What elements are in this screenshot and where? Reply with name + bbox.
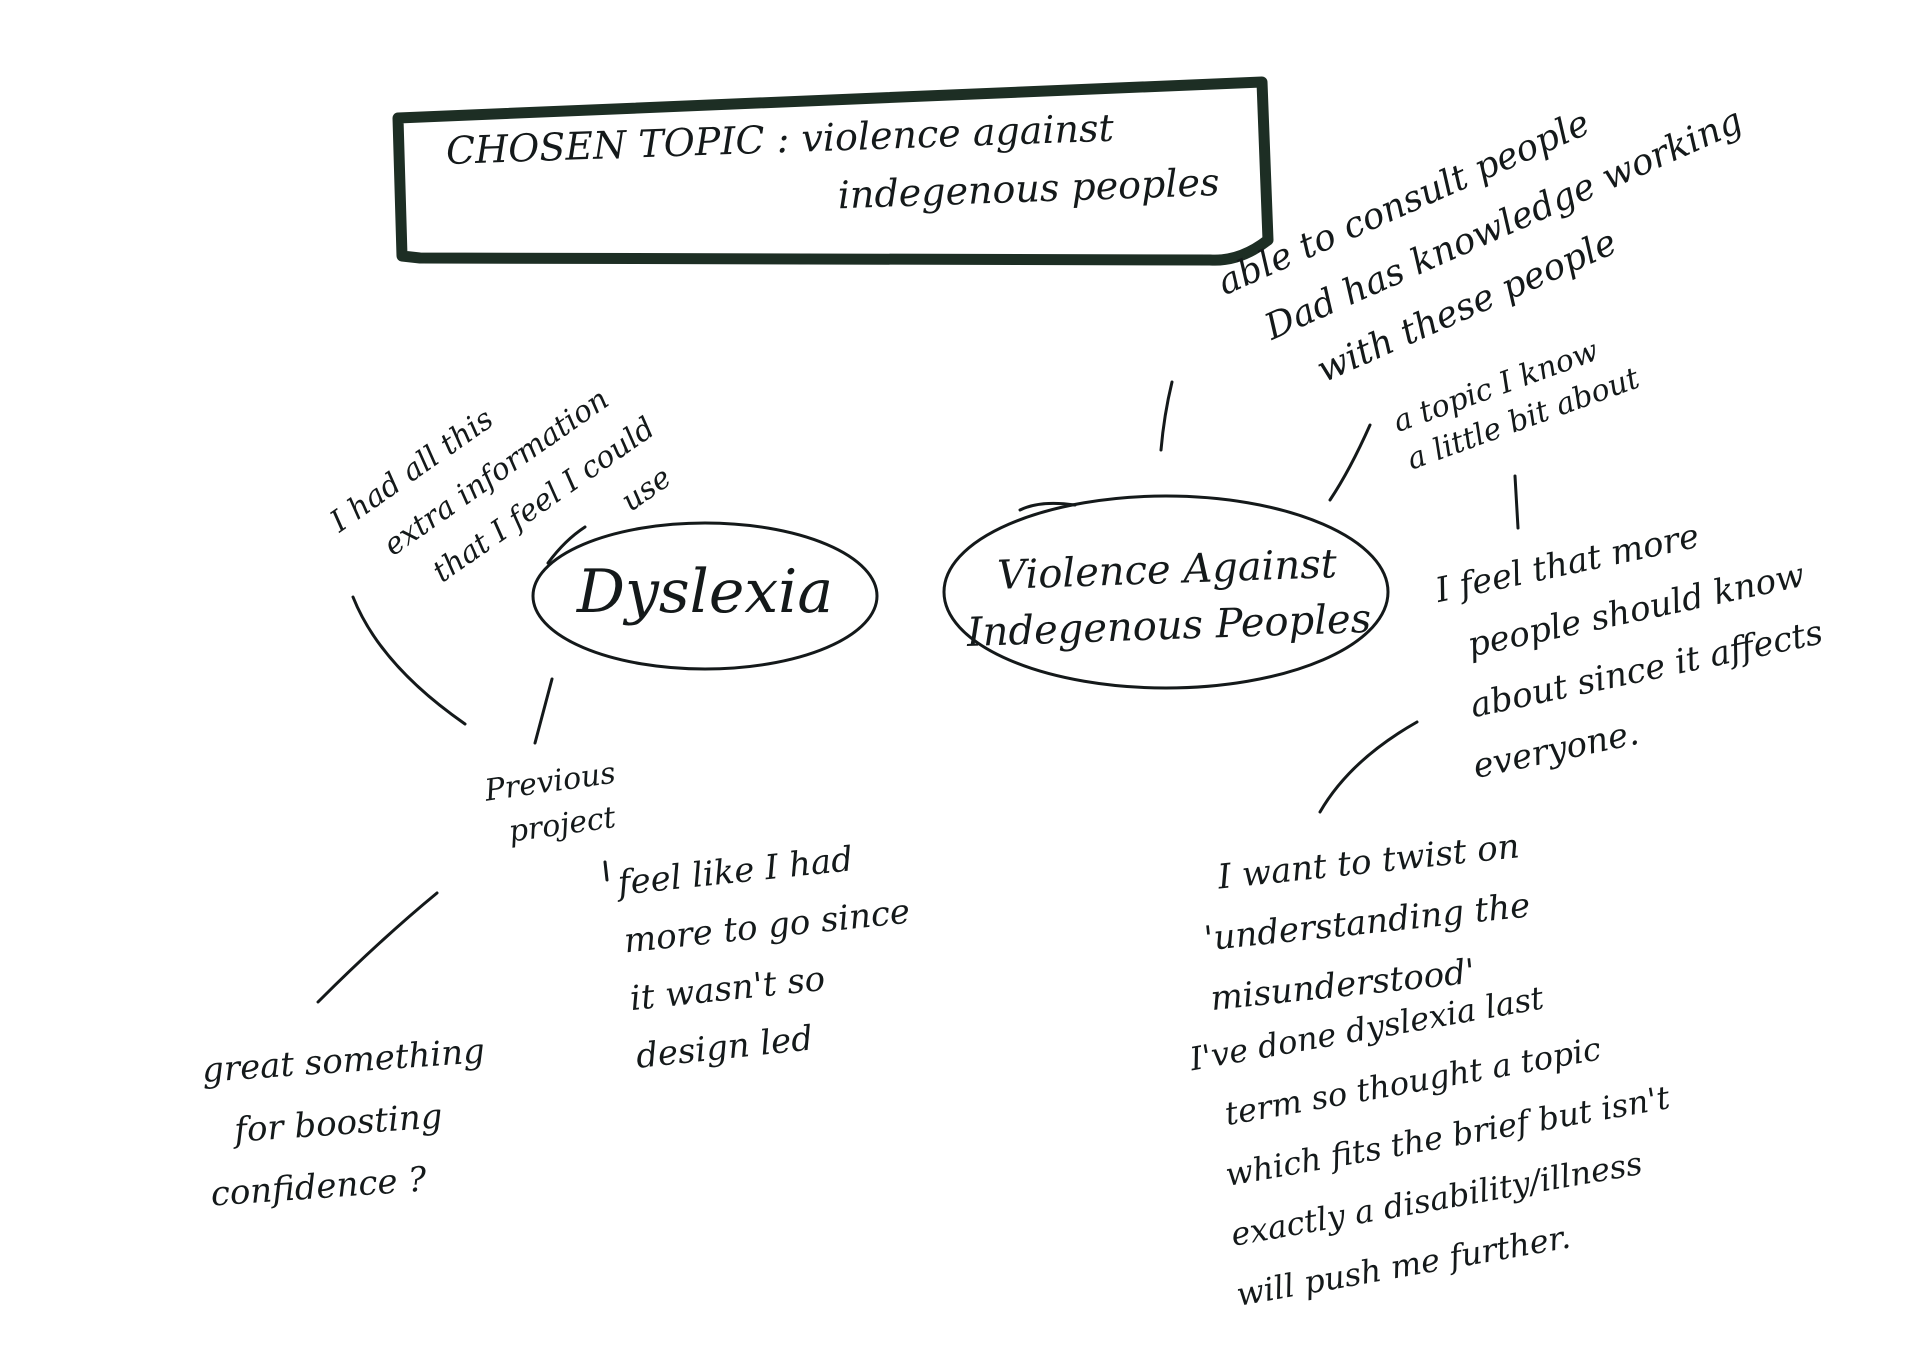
connector-more-to-go [603, 860, 609, 882]
violence-node-outline [942, 494, 1390, 690]
connector-previous-project [533, 677, 554, 745]
violence-node-label: Violence Against Indegenous Peoples [956, 535, 1380, 662]
dyslexia-node-outline [531, 521, 879, 671]
connector-more-people [1513, 474, 1520, 530]
connector-topic-know [1328, 423, 1372, 502]
connector-violence-top [1018, 501, 1077, 512]
connector-extra-info [351, 595, 467, 726]
connector-twist [1318, 720, 1419, 814]
title-frame [392, 76, 1274, 266]
note-more-to-go: feel like I had more to go since it wasn… [615, 825, 925, 1086]
connector-boosting [316, 891, 439, 1004]
dyslexia-label-text: Dyslexia [576, 557, 834, 627]
note-previous-project: Previous project [482, 752, 625, 857]
note-boosting-confidence: great something for boosting confidence … [200, 1020, 496, 1225]
connector-dyslexia-short [546, 525, 587, 565]
dyslexia-node-label: Dyslexia [555, 552, 855, 632]
connector-consult [1159, 380, 1174, 452]
